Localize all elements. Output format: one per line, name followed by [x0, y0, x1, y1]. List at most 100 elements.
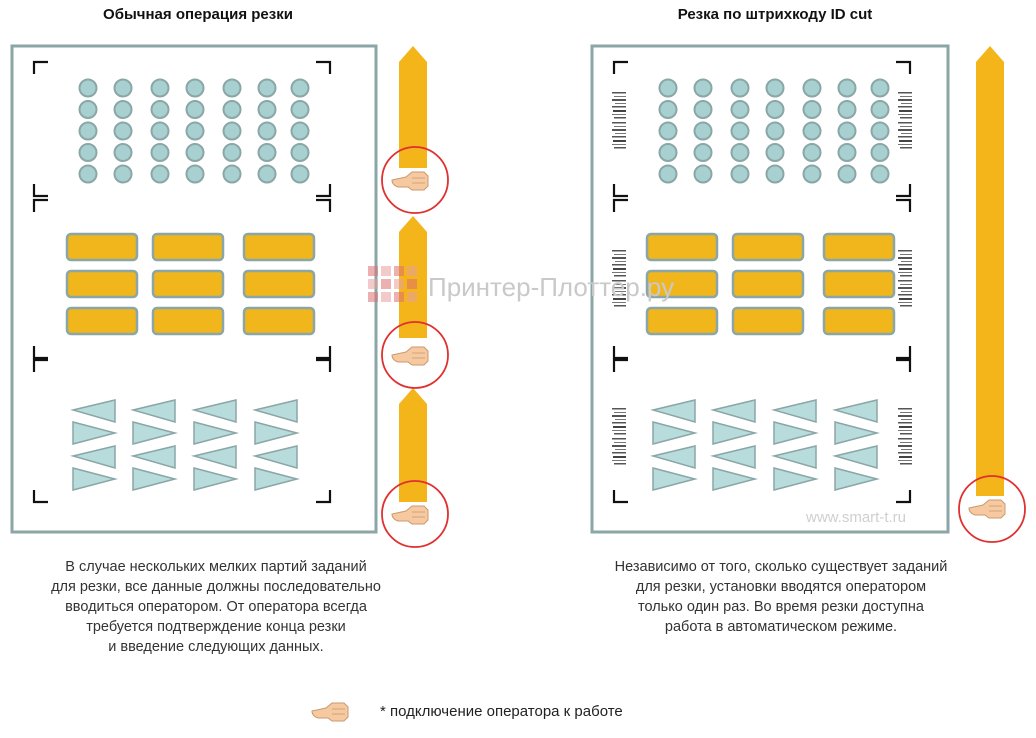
crop-mark-icon — [612, 346, 628, 360]
dot-shape — [78, 121, 98, 141]
triangle-shape — [771, 399, 817, 423]
triangle-shape — [710, 399, 756, 423]
highlight-ring — [381, 480, 449, 548]
dot-shape — [113, 121, 133, 141]
triangle-shape — [252, 399, 298, 423]
triangle-shape — [652, 467, 698, 491]
dot-shape — [693, 121, 713, 141]
dot-shape — [802, 164, 822, 184]
dot-shape — [113, 78, 133, 98]
pointing-hand-icon — [391, 346, 429, 366]
label-rect-shape — [731, 269, 805, 299]
dot-shape — [185, 164, 205, 184]
dot-shape — [870, 100, 890, 119]
label-rect-shape — [645, 232, 719, 262]
label-rect-shape — [242, 306, 316, 336]
dot-shape — [837, 143, 857, 162]
highlight-ring — [958, 475, 1026, 543]
triangle-shape — [834, 421, 880, 445]
dot-shape — [150, 100, 170, 119]
highlight-ring — [381, 321, 449, 389]
dot-shape — [113, 100, 133, 119]
right-sheet-content — [612, 60, 912, 504]
dot-shape — [870, 121, 890, 141]
right-caption: Независимо от того, сколько существует з… — [614, 559, 948, 635]
label-rect-shape — [242, 269, 316, 299]
crop-mark-icon — [316, 198, 332, 212]
dot-shape — [257, 164, 277, 184]
triangle-shape — [193, 421, 239, 445]
dot-shape — [185, 121, 205, 141]
triangle-shape — [832, 445, 878, 469]
dot-shape — [290, 164, 310, 184]
dot-shape — [78, 164, 98, 184]
dot-shape — [658, 100, 678, 119]
crop-mark-icon — [32, 184, 48, 198]
triangle-shape — [254, 467, 300, 491]
crop-mark-icon — [896, 346, 912, 360]
dot-shape — [222, 100, 242, 119]
triangle-shape — [72, 467, 118, 491]
triangle-shape — [650, 399, 696, 423]
label-rect-shape — [65, 232, 139, 262]
dot-shape — [802, 78, 822, 98]
dot-shape — [730, 143, 750, 162]
dot-shape — [765, 143, 785, 162]
dot-shape — [78, 78, 98, 98]
dot-shape — [290, 78, 310, 98]
left-sheet-content — [32, 60, 332, 504]
dot-shape — [658, 78, 678, 98]
triangle-shape — [132, 467, 178, 491]
dot-shape — [113, 164, 133, 184]
dot-shape — [693, 100, 713, 119]
crop-mark-icon — [32, 358, 48, 372]
left-feed-arrows — [399, 46, 427, 502]
triangle-shape — [191, 399, 237, 423]
dot-shape — [257, 100, 277, 119]
dot-shape — [837, 164, 857, 184]
triangle-shape — [773, 421, 819, 445]
crop-mark-icon — [316, 358, 332, 372]
triangle-shape — [832, 399, 878, 423]
dot-shape — [837, 100, 857, 119]
dot-shape — [185, 100, 205, 119]
dot-shape — [658, 121, 678, 141]
pointing-hand-icon — [391, 505, 429, 525]
pointing-hand-icon — [311, 702, 349, 722]
label-rect-shape — [151, 306, 225, 336]
dot-shape — [730, 121, 750, 141]
label-rect-shape — [822, 306, 896, 336]
triangle-shape — [712, 421, 758, 445]
dot-shape — [693, 78, 713, 98]
dot-shape — [802, 121, 822, 141]
label-rect-shape — [822, 269, 896, 299]
right-sheet — [590, 44, 950, 534]
dot-shape — [113, 143, 133, 162]
triangle-shape — [72, 421, 118, 445]
watermark-text: Принтер-Плоттер.ру — [428, 272, 675, 302]
crop-mark-icon — [896, 490, 912, 504]
triangle-shape — [70, 445, 116, 469]
crop-mark-icon — [316, 346, 332, 360]
dot-shape — [658, 143, 678, 162]
label-rect-shape — [65, 269, 139, 299]
triangle-shape — [70, 399, 116, 423]
dot-shape — [290, 100, 310, 119]
pointing-hand-icon — [391, 171, 429, 191]
dot-shape — [765, 100, 785, 119]
dot-shape — [78, 143, 98, 162]
feed-arrow-icon — [976, 46, 1004, 496]
dot-shape — [222, 121, 242, 141]
dot-shape — [290, 143, 310, 162]
left-title: Обычная операция резки — [103, 6, 293, 23]
dot-shape — [870, 164, 890, 184]
dot-shape — [693, 164, 713, 184]
dot-shape — [290, 121, 310, 141]
label-rect-shape — [645, 269, 719, 299]
crop-mark-icon — [32, 198, 48, 212]
label-rect-shape — [242, 232, 316, 262]
crop-mark-icon — [896, 184, 912, 198]
crop-mark-icon — [896, 198, 912, 212]
crop-mark-icon — [316, 60, 332, 74]
dot-shape — [257, 121, 277, 141]
